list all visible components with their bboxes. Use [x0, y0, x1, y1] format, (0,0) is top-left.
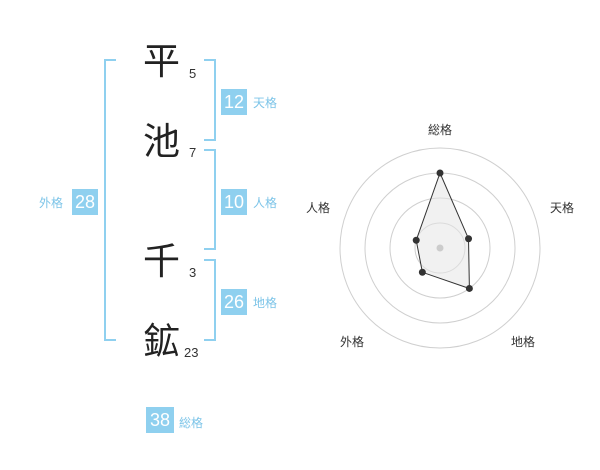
tenkaku-bracket	[204, 59, 216, 141]
radar-points	[412, 169, 473, 292]
chikaku-bracket	[204, 259, 216, 341]
radar-axis-label-gaikaku: 外格	[340, 334, 364, 349]
name-char-4: 鉱	[143, 320, 180, 363]
radar-center-dot	[436, 244, 444, 252]
jinkaku-badge: 10	[221, 189, 247, 215]
chikaku-label: 地格	[253, 296, 278, 310]
name-char-3: 千	[143, 240, 180, 283]
radar-axis-label-chikaku: 地格	[511, 334, 535, 349]
soukaku-badge: 38	[146, 407, 174, 433]
stroke-count-1: 5	[189, 66, 197, 81]
name-char-1: 平	[143, 40, 180, 83]
gaikaku-bracket	[104, 59, 116, 341]
fortune-radar-chart: 総格 天格 地格 外格 人格	[306, 122, 574, 349]
jinkaku-bracket	[204, 149, 216, 250]
tenkaku-badge: 12	[221, 89, 247, 115]
jinkaku-label: 人格	[253, 196, 278, 210]
stroke-count-2: 7	[189, 145, 197, 160]
radar-axis-label-tenkaku: 天格	[550, 200, 574, 215]
stroke-count-4: 23	[184, 345, 199, 360]
gaikaku-badge: 28	[72, 189, 98, 215]
radar-shape	[415, 171, 470, 290]
radar-point	[418, 268, 426, 276]
radar-point	[465, 235, 473, 243]
radar-point	[436, 169, 444, 177]
name-char-2: 池	[143, 120, 180, 163]
radar-ring	[339, 147, 541, 349]
soukaku-label: 総格	[179, 416, 204, 430]
tenkaku-label: 天格	[253, 96, 278, 110]
radar-point	[465, 284, 473, 292]
radar-point	[412, 236, 420, 244]
radar-axis-label-jinkaku: 人格	[306, 200, 330, 215]
gaikaku-label: 外格	[39, 196, 64, 210]
radar-axis-label-soukaku: 総格	[428, 122, 452, 137]
chikaku-badge: 26	[221, 289, 247, 315]
stroke-count-3: 3	[189, 265, 197, 280]
